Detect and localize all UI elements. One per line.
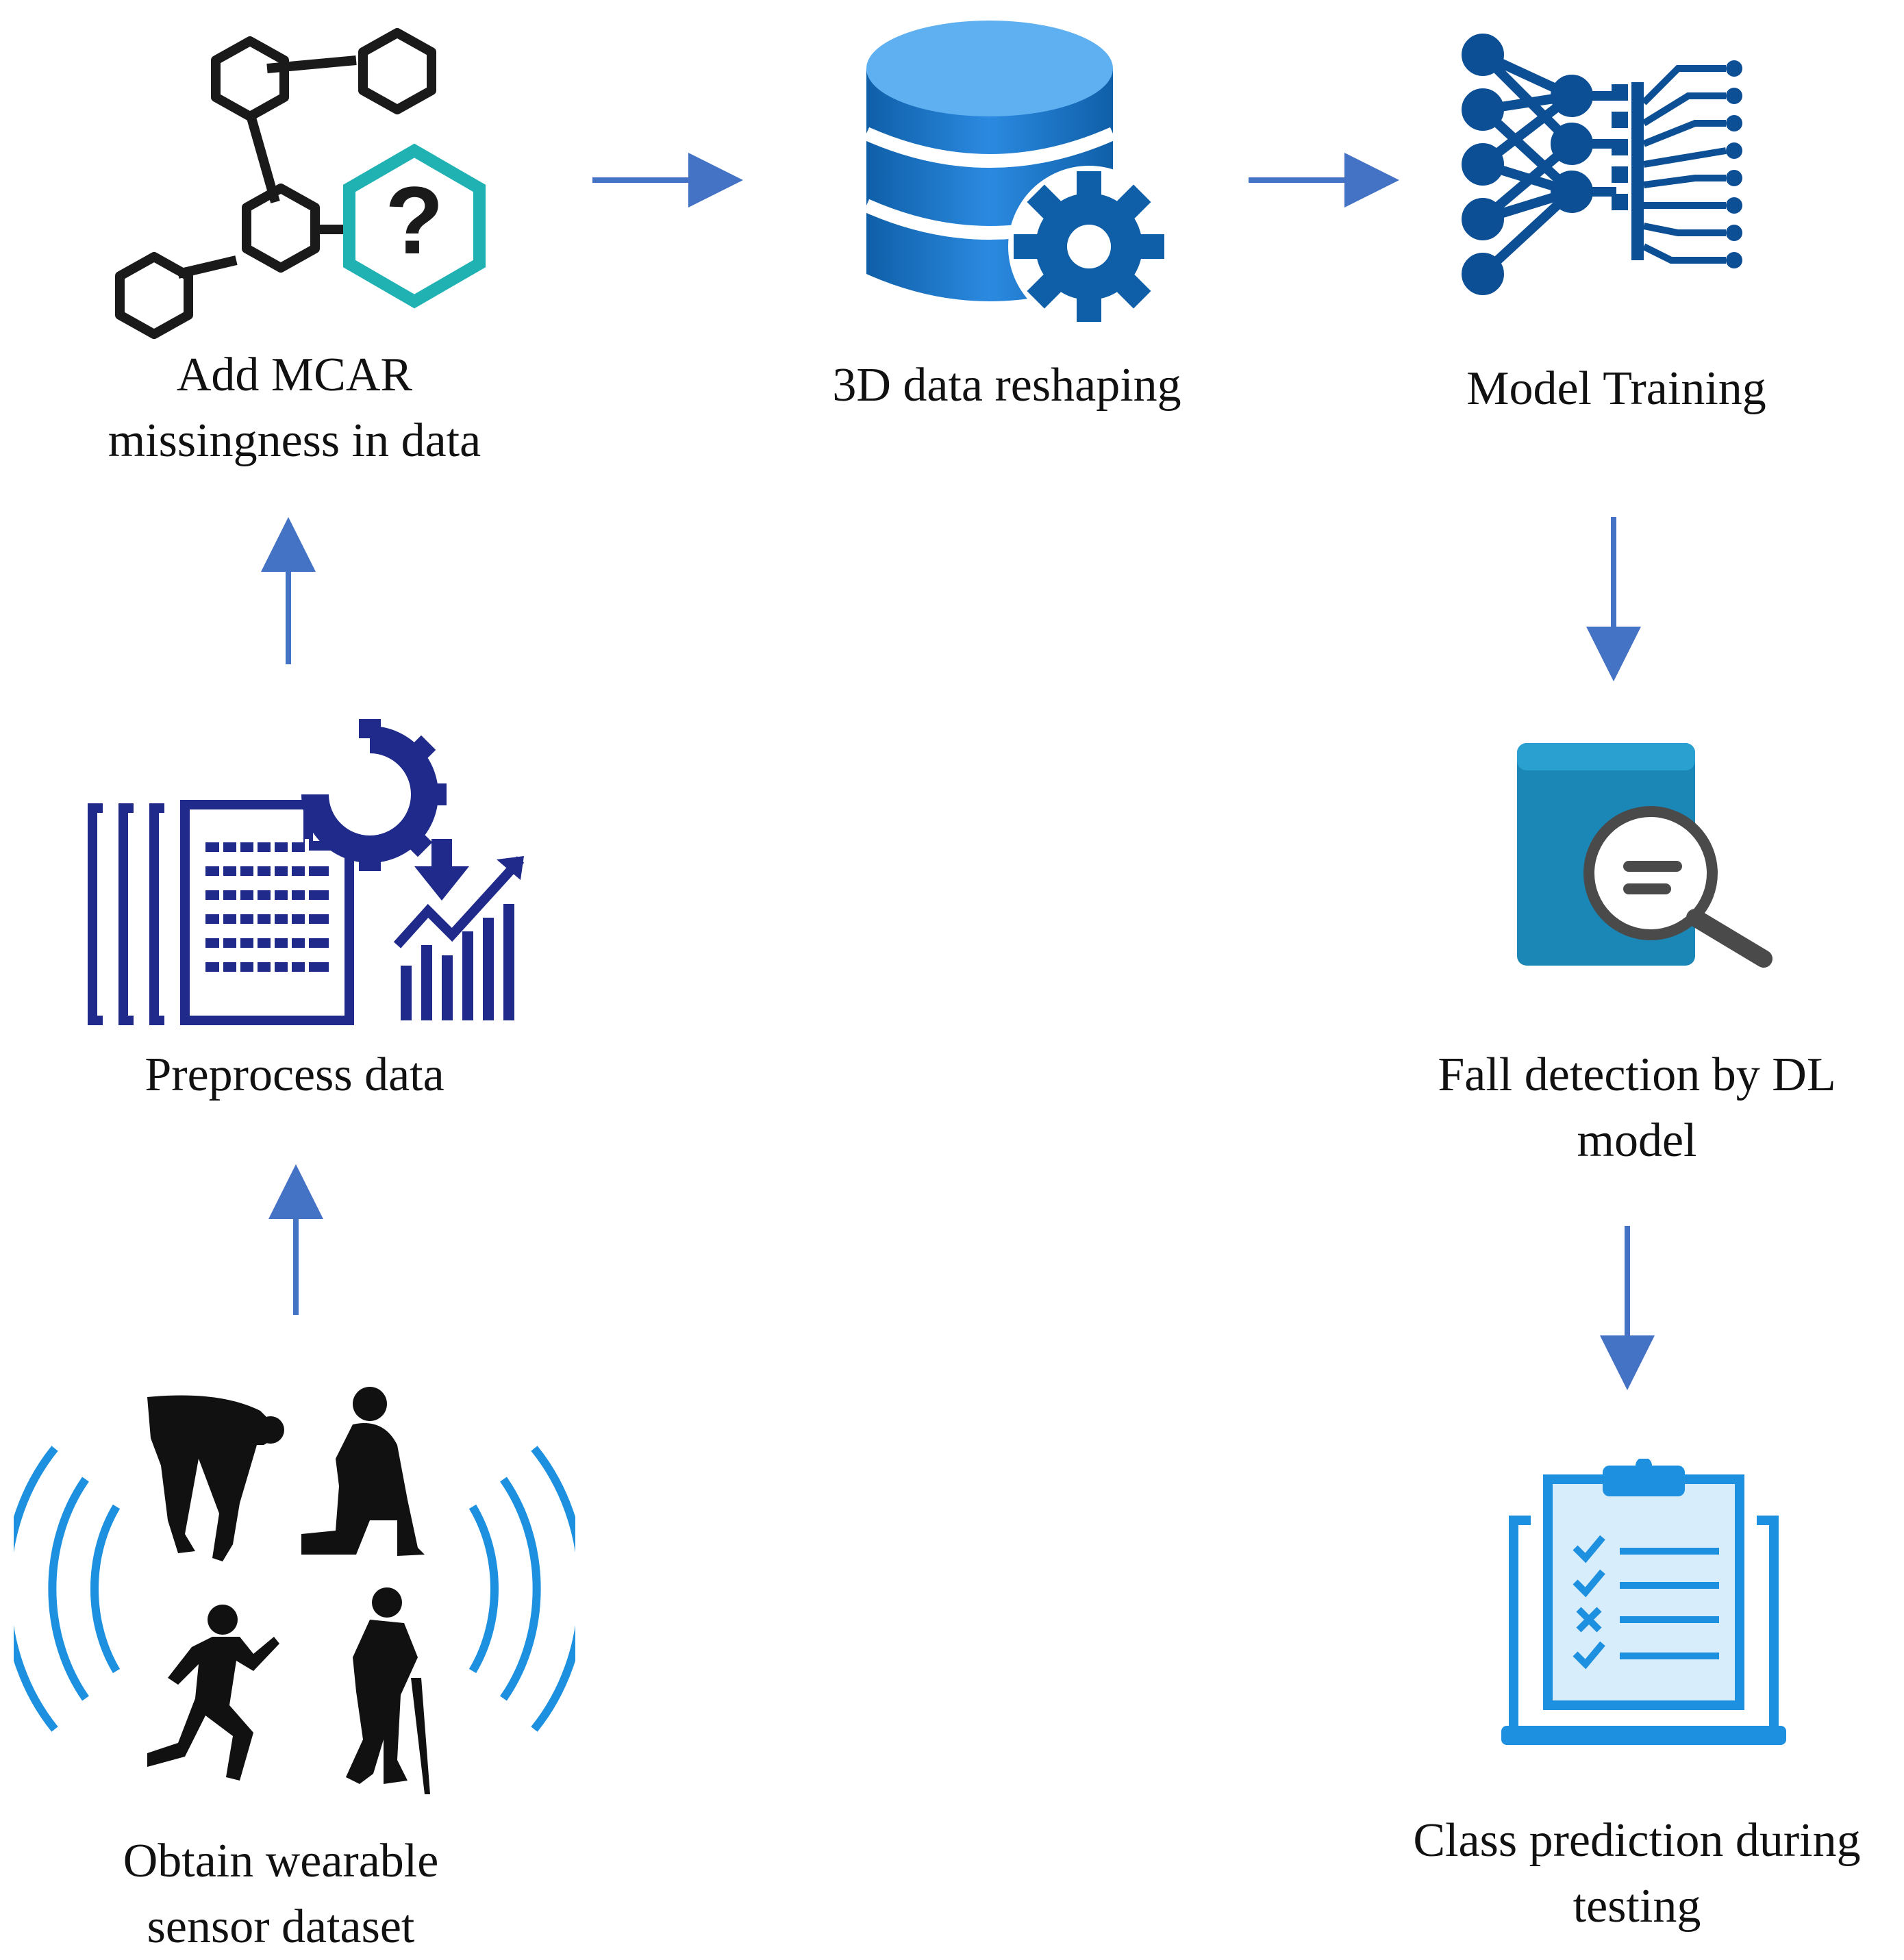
database-gear-icon	[863, 21, 1170, 327]
reshape-label: 3D data reshaping	[832, 359, 1181, 412]
fall-label: Fall detection by DL model	[1438, 1048, 1836, 1167]
laptop-checklist-icon	[1501, 1459, 1786, 1745]
book-magnifier-icon	[1517, 743, 1773, 968]
molecule-question-icon: ?	[115, 28, 486, 339]
neural-network-icon	[1462, 34, 1742, 295]
training-label: Model Training	[1466, 362, 1766, 415]
mcar-label: Add MCAR missingness in data	[108, 349, 481, 467]
documents-gear-chart-icon	[88, 719, 525, 1025]
obtain-label: Obtain wearable sensor dataset	[123, 1835, 439, 1953]
preprocess-label: Preprocess data	[145, 1048, 444, 1101]
predict-label: Class prediction during testing	[1413, 1814, 1861, 1933]
people-wireless-icon	[14, 1387, 575, 1794]
svg-text:?: ?	[385, 166, 444, 274]
